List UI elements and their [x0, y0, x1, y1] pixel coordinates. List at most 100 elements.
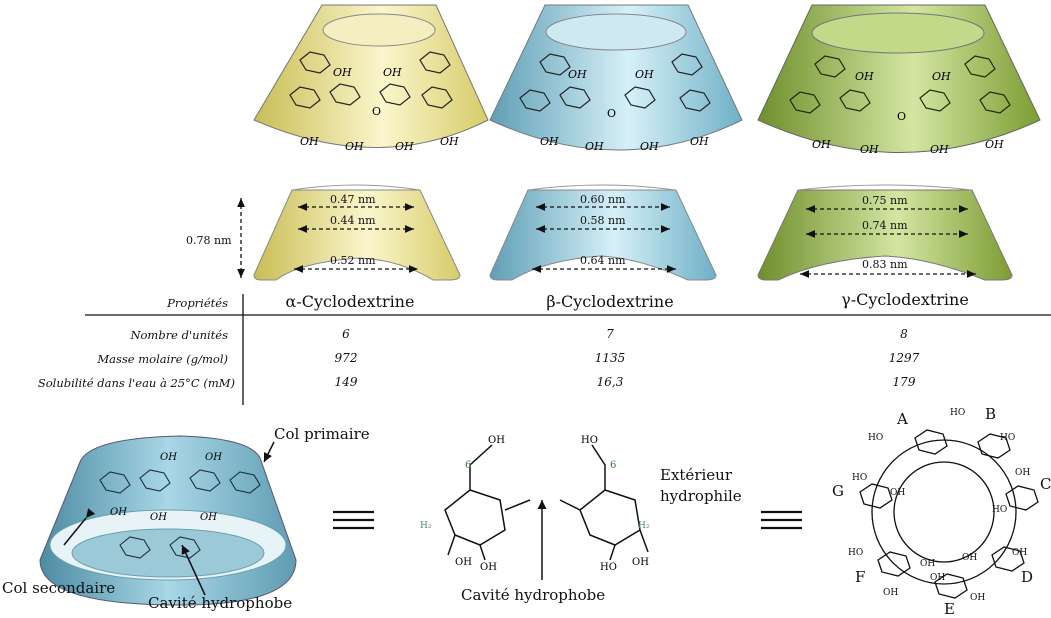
svg-text:OH: OH: [640, 140, 659, 153]
hydrophile-label: hydrophile: [660, 487, 742, 505]
svg-text:OH: OH: [860, 143, 879, 156]
svg-text:OH: OH: [812, 138, 831, 151]
alpha-cone-model: OH OH OH OH OH OH O: [253, 4, 489, 153]
svg-text:OH: OH: [585, 140, 604, 153]
svg-text:OH: OH: [455, 557, 472, 568]
cavite-center-label: Cavité hydrophobe: [461, 586, 606, 604]
svg-text:OH: OH: [440, 135, 459, 148]
equivalence-sign-right: [761, 510, 802, 530]
row-label-units: Nombre d'unités: [130, 328, 228, 342]
blue-cone-model: OH OH OH OH OH: [39, 435, 297, 606]
svg-text:OH: OH: [480, 562, 497, 573]
table-header-label: Propriétés: [167, 296, 228, 310]
svg-text:HO: HO: [600, 562, 617, 573]
svg-text:OH: OH: [568, 68, 587, 81]
cyclodextrin-ring-structure: [859, 429, 1039, 599]
svg-text:OH: OH: [395, 140, 414, 153]
svg-text:6: 6: [610, 460, 616, 471]
alpha-dim-mid: 0.44 nm: [330, 214, 376, 227]
svg-text:OH: OH: [985, 138, 1004, 151]
beta-dim-mid: 0.58 nm: [580, 214, 626, 227]
row-label-solubility: Solubilité dans l'eau à 25°C (mM): [37, 376, 235, 390]
cell-gamma-units: 8: [900, 327, 908, 341]
svg-text:OH: OH: [930, 573, 945, 583]
svg-text:OH: OH: [970, 593, 985, 603]
svg-text:OH: OH: [383, 66, 402, 79]
cell-alpha-mass: 972: [334, 351, 358, 365]
svg-text:HO: HO: [868, 433, 883, 443]
svg-text:6: 6: [465, 460, 471, 471]
svg-text:HO: HO: [848, 548, 863, 558]
ring-letter-c: C: [1040, 475, 1051, 493]
svg-text:OH: OH: [690, 135, 709, 148]
svg-text:OH: OH: [930, 143, 949, 156]
svg-text:O: O: [607, 107, 616, 120]
beta-dim-top: 0.60 nm: [580, 193, 626, 206]
svg-text:OH: OH: [333, 66, 352, 79]
svg-text:OH: OH: [300, 135, 319, 148]
ring-letter-b: B: [985, 405, 997, 423]
row-label-mass: Masse molaire (g/mol): [97, 352, 228, 366]
svg-text:H₂: H₂: [638, 521, 650, 531]
svg-text:OH: OH: [635, 68, 654, 81]
cell-alpha-solubility: 149: [334, 375, 358, 389]
height-label: 0.78 nm: [186, 234, 232, 247]
cell-beta-solubility: 16,3: [596, 375, 624, 389]
beta-cone-model: OH OH OH OH OH OH O: [489, 4, 743, 153]
beta-ring-dimensions: [489, 184, 717, 281]
svg-text:H₂: H₂: [420, 521, 432, 531]
ring-letter-g: G: [832, 482, 844, 500]
svg-text:O: O: [897, 110, 906, 123]
ring-letter-e: E: [944, 600, 955, 618]
svg-text:OH: OH: [200, 512, 217, 523]
svg-text:OH: OH: [962, 553, 977, 563]
gamma-dim-mid: 0.74 nm: [862, 219, 908, 232]
ring-letter-f: F: [855, 568, 866, 586]
svg-text:OH: OH: [855, 70, 874, 83]
svg-text:OH: OH: [488, 435, 505, 446]
svg-text:OH: OH: [1012, 548, 1027, 558]
svg-text:OH: OH: [345, 140, 364, 153]
ring-letter-d: D: [1021, 568, 1034, 586]
exterieur-label: Extérieur: [660, 466, 732, 484]
cell-beta-units: 7: [606, 327, 614, 341]
col-primaire-label: Col primaire: [274, 425, 370, 443]
svg-text:HO: HO: [1000, 433, 1015, 443]
svg-text:OH: OH: [1015, 468, 1030, 478]
svg-text:OH: OH: [205, 452, 222, 463]
alpha-ring-dimensions: [253, 184, 461, 281]
svg-text:HO: HO: [852, 473, 867, 483]
gamma-dim-bottom: 0.83 nm: [862, 258, 908, 271]
svg-text:OH: OH: [920, 559, 935, 569]
cell-alpha-units: 6: [342, 327, 350, 341]
svg-text:HO: HO: [992, 505, 1007, 515]
gamma-cone-model: OH OH OH OH OH OH O: [757, 4, 1041, 156]
svg-text:OH: OH: [632, 557, 649, 568]
svg-text:OH: OH: [110, 507, 127, 518]
ring-letter-a: A: [897, 410, 908, 428]
svg-text:OH: OH: [890, 488, 905, 498]
glucose-unit-right: [559, 444, 649, 561]
glucose-unit-left: [444, 444, 531, 561]
column-beta: β-Cyclodextrine: [546, 292, 674, 311]
svg-text:HO: HO: [581, 435, 598, 446]
equivalence-sign-left: [333, 510, 374, 530]
cell-gamma-mass: 1297: [888, 351, 920, 365]
svg-text:OH: OH: [150, 512, 167, 523]
alpha-dim-top: 0.47 nm: [330, 193, 376, 206]
svg-text:O: O: [372, 105, 381, 118]
svg-text:OH: OH: [540, 135, 559, 148]
column-alpha: α-Cyclodextrine: [285, 292, 415, 311]
cavite-label: Cavité hydrophobe: [148, 594, 293, 612]
svg-text:HO: HO: [950, 408, 965, 418]
col-secondaire-label: Col secondaire: [2, 579, 116, 597]
cell-gamma-solubility: 179: [892, 375, 916, 389]
svg-text:OH: OH: [160, 452, 177, 463]
beta-dim-bottom: 0.64 nm: [580, 254, 626, 267]
alpha-dim-bottom: 0.52 nm: [330, 254, 376, 267]
gamma-dim-top: 0.75 nm: [862, 194, 908, 207]
column-gamma: γ-Cyclodextrine: [841, 290, 969, 309]
cell-beta-mass: 1135: [594, 351, 626, 365]
svg-text:OH: OH: [883, 588, 898, 598]
